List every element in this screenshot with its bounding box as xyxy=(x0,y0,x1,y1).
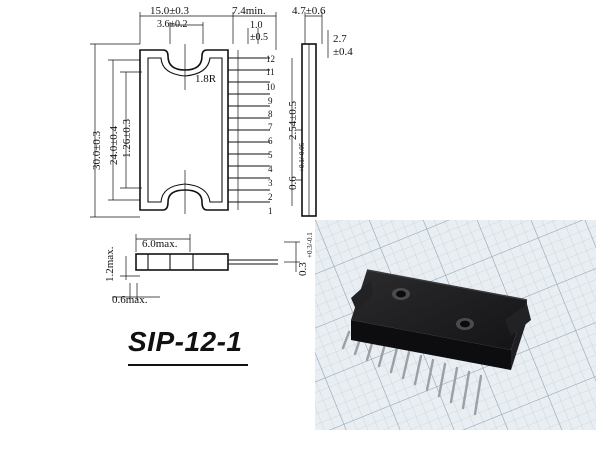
bottom-view: 6.0max. 1.2max. 0.6max. 0.3 +0.3/-0.1 xyxy=(104,232,314,306)
product-photo xyxy=(315,220,596,430)
dim-lead-offset: 1.2max. xyxy=(104,246,116,282)
dim-lead-thick: 0.6max. xyxy=(112,294,148,306)
dim-body-width: 15.0±0.3 xyxy=(150,5,190,17)
package-outline: 1.8R xyxy=(139,44,229,214)
dim-lead-thickness-tol: +0.3/-0.1 xyxy=(306,232,314,258)
dim-thickness: 4.7±0.6 xyxy=(292,5,326,17)
pin-label: 7 xyxy=(268,122,273,132)
top-dimensions: 15.0±0.3 3.6±0.2 7.4min. 1.0 ±0.5 4.7±0.… xyxy=(139,5,353,58)
dim-standoff-tol: ±0.4 xyxy=(333,46,353,58)
left-dimensions: 30.0±0.3 24.0±0.4 1.26±0.3 xyxy=(90,43,142,218)
dim-total-height: 30.0±0.3 xyxy=(91,130,103,170)
pin-label: 2 xyxy=(268,192,273,202)
dim-lead-thickness-side: 0.3 xyxy=(297,262,309,276)
pin-label: 4 xyxy=(268,164,273,174)
dim-hole-spacing: 3.6±0.2 xyxy=(157,19,188,30)
dim-pin-pitch-vert: 1.26±0.3 xyxy=(121,118,133,158)
pin-label: 8 xyxy=(268,109,273,119)
dim-standoff: 2.7 xyxy=(333,33,347,45)
pin-label: 12 xyxy=(266,54,275,64)
package-title: SIP-12-1 xyxy=(128,326,243,357)
dim-lead-offset-label: 1.0 xyxy=(250,20,263,31)
side-view: 2.54±0.5 0.6 +0.1/-0.05 xyxy=(287,43,317,217)
photo-illustration xyxy=(315,220,596,430)
dim-lead-length: 7.4min. xyxy=(232,5,266,17)
dim-pin-width: 0.6 xyxy=(287,176,299,190)
pin-label: 10 xyxy=(266,82,276,92)
dim-pitch: 2.54±0.5 xyxy=(287,100,299,140)
pin-label: 6 xyxy=(268,136,273,146)
pin-label: 1 xyxy=(268,206,273,216)
pin-label: 11 xyxy=(266,67,275,77)
title-underline xyxy=(128,364,248,366)
pin-label: 9 xyxy=(268,96,273,106)
dim-bottom-width: 6.0max. xyxy=(142,238,178,250)
dim-lead-offset-tol: ±0.5 xyxy=(250,32,268,43)
dim-pin-width-tol: +0.1/-0.05 xyxy=(298,142,306,172)
dim-body-height: 24.0±0.4 xyxy=(108,125,120,165)
pin-label: 3 xyxy=(268,178,273,188)
dim-corner-radius: 1.8R xyxy=(195,73,217,85)
leads xyxy=(228,50,270,210)
pin-label: 5 xyxy=(268,150,273,160)
pin-numbers: 12 11 10 9 8 7 6 5 4 3 2 1 xyxy=(266,54,276,216)
